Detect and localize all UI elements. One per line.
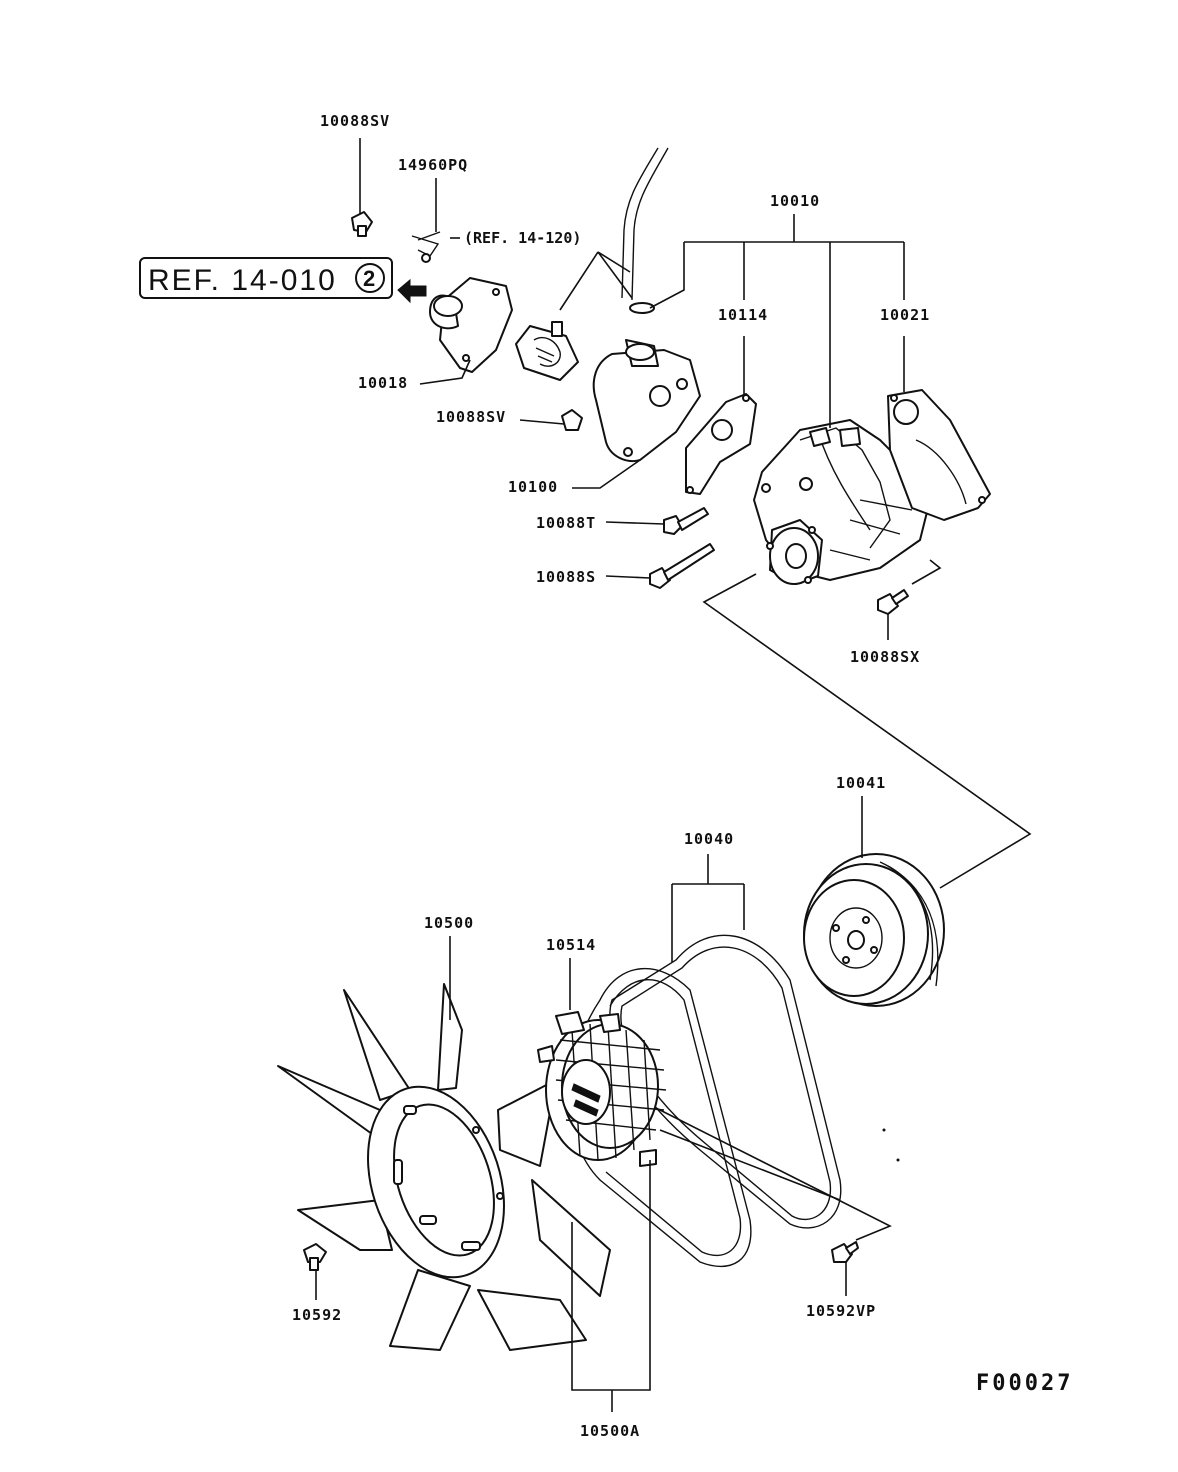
ref-box-circle-number: 2 xyxy=(363,266,375,291)
water-outlet-10018[interactable] xyxy=(429,277,513,373)
ref-box-text: REF. 14-010 xyxy=(148,264,337,297)
label-10088S[interactable]: 10088S xyxy=(536,568,596,586)
label-10041[interactable]: 10041 xyxy=(836,774,886,792)
fan-clutch-10514[interactable] xyxy=(537,1011,667,1167)
label-10514[interactable]: 10514 xyxy=(546,936,596,954)
label-10500[interactable]: 10500 xyxy=(424,914,474,932)
label-14960PQ[interactable]: 14960PQ xyxy=(398,156,468,174)
fan-10500[interactable] xyxy=(277,983,611,1351)
gasket-10021[interactable] xyxy=(887,389,991,521)
label-10088SV-mid[interactable]: 10088SV xyxy=(436,408,506,426)
label-10592VP[interactable]: 10592VP xyxy=(806,1302,876,1320)
label-10088SX[interactable]: 10088SX xyxy=(850,648,920,666)
thermostat-housing-10100[interactable] xyxy=(592,339,701,462)
label-10021[interactable]: 10021 xyxy=(880,306,930,324)
bolt-10088SX[interactable] xyxy=(877,589,909,615)
bolt-10592[interactable] xyxy=(303,1243,327,1271)
ref-box[interactable]: REF. 14-010 2 xyxy=(139,257,393,299)
bolt-10088T[interactable] xyxy=(663,507,709,535)
sub-ref-label: (REF. 14-120) xyxy=(464,229,581,247)
label-10040[interactable]: 10040 xyxy=(684,830,734,848)
ref-arrow-icon xyxy=(397,278,427,304)
label-10100[interactable]: 10100 xyxy=(508,478,558,496)
bolt-10592VP[interactable] xyxy=(831,1241,859,1263)
label-10592[interactable]: 10592 xyxy=(292,1306,342,1324)
label-10114[interactable]: 10114 xyxy=(718,306,768,324)
label-10500A[interactable]: 10500A xyxy=(580,1422,640,1440)
bolt-10088S[interactable] xyxy=(649,543,715,589)
clip-14960PQ[interactable] xyxy=(411,231,441,263)
bolt-10088SV-top[interactable] xyxy=(351,211,373,237)
label-10018[interactable]: 10018 xyxy=(358,374,408,392)
label-10088SV-top[interactable]: 10088SV xyxy=(320,112,390,130)
pulley-10041[interactable] xyxy=(803,853,945,1007)
label-10010[interactable]: 10010 xyxy=(770,192,820,210)
figure-id: F00027 xyxy=(976,1371,1073,1396)
water-pump-10010[interactable] xyxy=(753,419,931,585)
label-10088T[interactable]: 10088T xyxy=(536,514,596,532)
bolt-10088SV-mid[interactable] xyxy=(561,409,583,431)
upper-hose xyxy=(621,147,669,314)
thermostat[interactable] xyxy=(515,321,579,381)
gasket-10114[interactable] xyxy=(685,393,757,495)
